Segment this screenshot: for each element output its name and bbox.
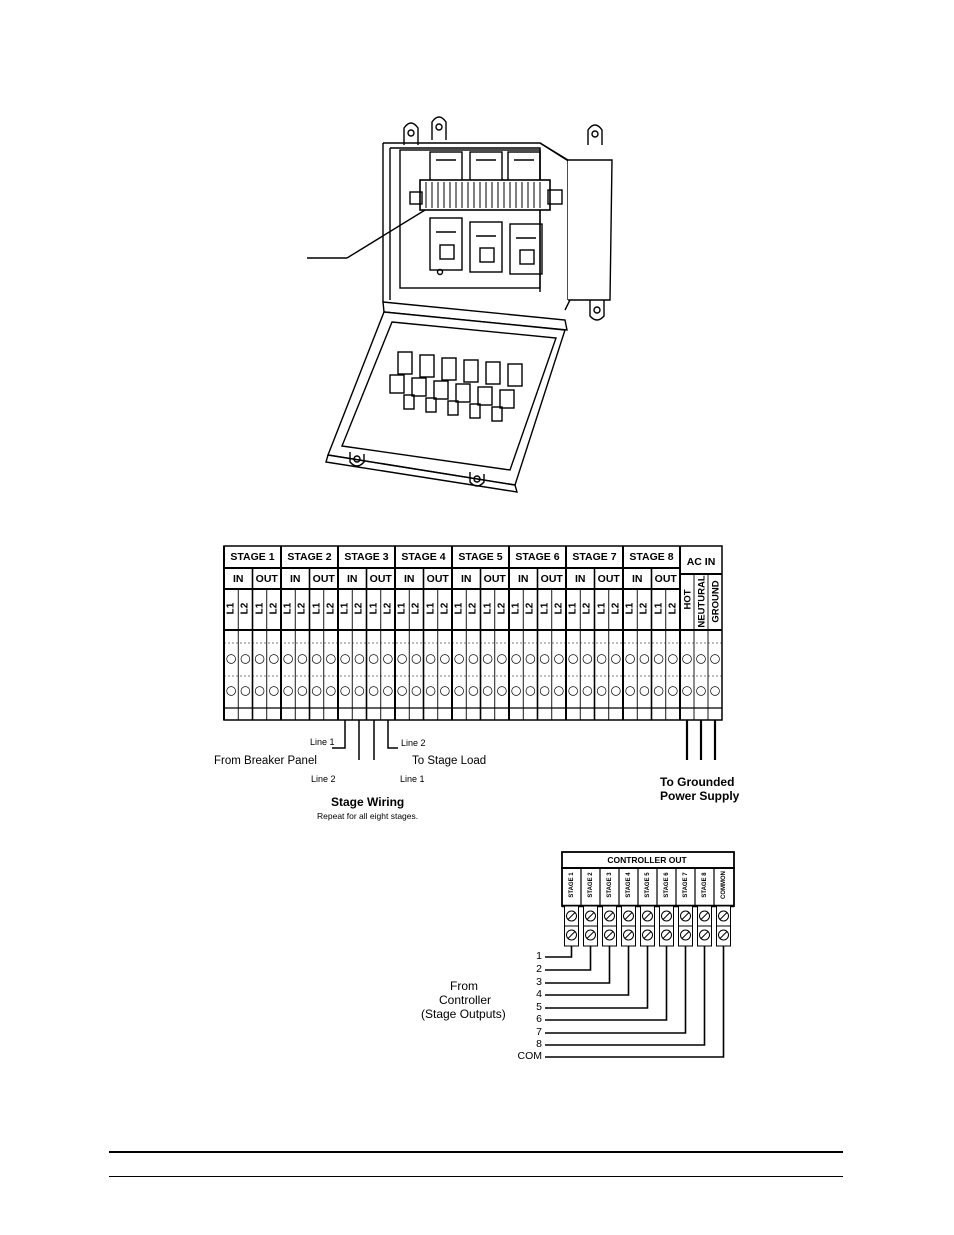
stage-1-out-label: OUT — [255, 573, 278, 585]
controller-terminal-4-label: STAGE 4 — [625, 872, 632, 898]
stage-3-out-label: OUT — [369, 573, 392, 585]
controller-terminal-8-label: STAGE 8 — [701, 872, 708, 898]
mount-tab — [587, 124, 603, 145]
enclosure-illustration — [307, 116, 613, 493]
stage-4-header: STAGE 4 — [401, 551, 446, 563]
stage-3-in-label: IN — [347, 573, 358, 585]
line2-bottom-label: Line 2 — [311, 774, 336, 784]
footer-rule-bottom — [109, 1176, 843, 1177]
stage-1-header: STAGE 1 — [230, 551, 275, 563]
stage-8-out-label: OUT — [654, 573, 677, 585]
terminal-block-diagram — [223, 545, 723, 760]
stage-wiring-note: Repeat for all eight stages. — [317, 811, 419, 821]
stage-6-out-label: OUT — [540, 573, 563, 585]
controller-terminal-2-label: STAGE 2 — [587, 872, 594, 898]
lid-switches — [389, 351, 523, 422]
stage-8-in-label: IN — [632, 573, 643, 585]
mount-tab — [589, 300, 605, 321]
stage-6-header: STAGE 6 — [515, 551, 560, 563]
stage-5-header: STAGE 5 — [458, 551, 503, 563]
power-supply-label-1: To Grounded — [660, 775, 735, 789]
footer-rule-top — [109, 1151, 843, 1153]
controller-out-header: CONTROLLER OUT — [607, 855, 687, 865]
controller-wire-label-9: COM — [517, 1050, 543, 1062]
controller-wire-label-2: 2 — [536, 963, 542, 975]
controller-terminal-3-label: STAGE 3 — [606, 872, 613, 898]
controller-wire-label-6: 6 — [536, 1013, 542, 1025]
controller-terminal-7-label: STAGE 7 — [682, 872, 689, 898]
controller-wire-label-8: 8 — [536, 1038, 542, 1050]
mount-tab — [431, 116, 447, 140]
terminal-strip-hatch — [425, 182, 541, 208]
controller-wire-label-4: 4 — [536, 988, 542, 1000]
stage-2-out-label: OUT — [312, 573, 335, 585]
stage-wiring-title: Stage Wiring — [331, 795, 405, 809]
line1-bottom-label: Line 1 — [400, 774, 425, 784]
stage-6-in-label: IN — [518, 573, 529, 585]
controller-label: Controller — [439, 993, 492, 1007]
power-supply-label-2: Power Supply — [660, 789, 740, 803]
to-load-label: To Stage Load — [412, 755, 487, 767]
controller-wire-label-5: 5 — [536, 1001, 542, 1013]
stage-8-header: STAGE 8 — [629, 551, 674, 563]
stage-5-in-label: IN — [461, 573, 472, 585]
controller-wire-label-1: 1 — [536, 950, 542, 962]
controller-terminal-6-label: STAGE 6 — [663, 872, 670, 898]
stage-5-out-label: OUT — [483, 573, 506, 585]
stage-4-out-label: OUT — [426, 573, 449, 585]
stage-3-header: STAGE 3 — [344, 551, 389, 563]
stage-2-header: STAGE 2 — [287, 551, 332, 563]
stage-7-in-label: IN — [575, 573, 586, 585]
stage-2-in-label: IN — [290, 573, 301, 585]
line2-top-label: Line 2 — [401, 738, 426, 748]
stage-4-in-label: IN — [404, 573, 415, 585]
stage-outputs-label: (Stage Outputs) — [421, 1007, 506, 1021]
stage-7-out-label: OUT — [597, 573, 620, 585]
controller-wire-label-3: 3 — [536, 976, 542, 988]
controller-terminal-1-label: STAGE 1 — [568, 872, 575, 898]
controller-wire-label-7: 7 — [536, 1026, 542, 1038]
stage-1-in-label: IN — [233, 573, 244, 585]
controller-terminal-5-label: STAGE 5 — [644, 872, 651, 898]
stage-7-header: STAGE 7 — [572, 551, 617, 563]
controller-terminal-9-label: COMMON — [720, 871, 727, 899]
line1-top-label: Line 1 — [310, 737, 335, 747]
from-label: From — [450, 979, 478, 993]
ac-in-header: AC IN — [686, 556, 716, 568]
mount-tab — [403, 122, 419, 145]
from-breaker-label: From Breaker Panel — [214, 755, 317, 767]
